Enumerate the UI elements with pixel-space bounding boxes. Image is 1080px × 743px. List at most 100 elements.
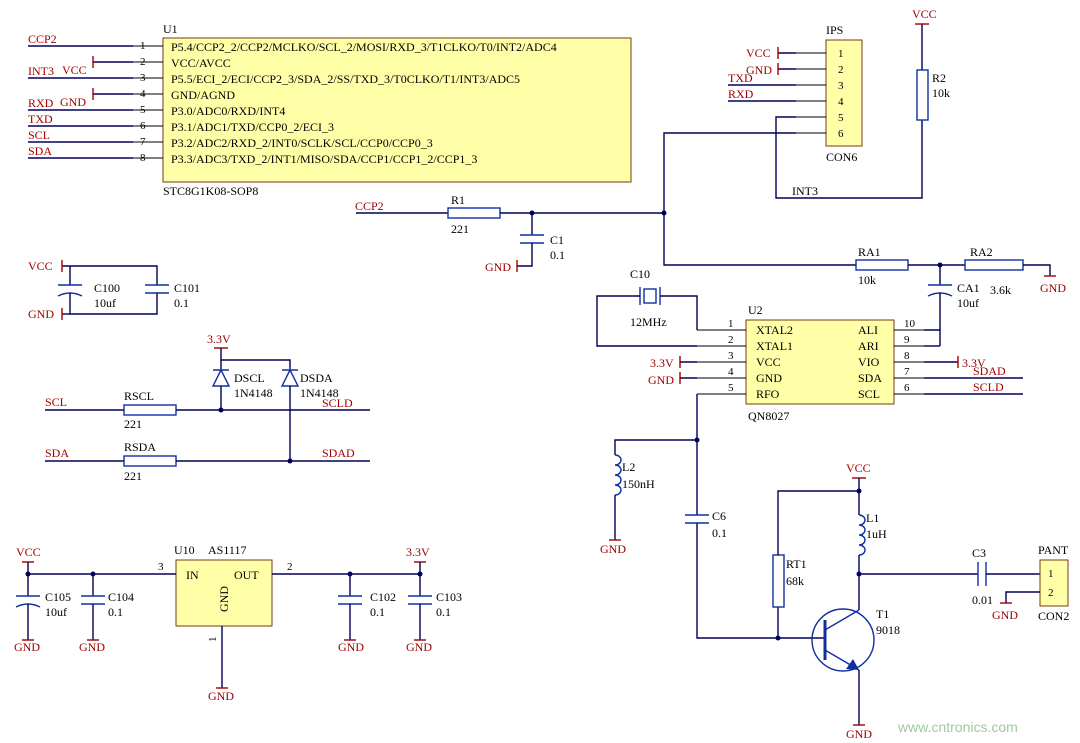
rscl-value: 221 xyxy=(124,417,142,431)
audio-input-network: RA1 10k RA2 3.6k GND CA1 10uf xyxy=(663,213,1066,347)
dsda-ref: DSDA xyxy=(300,371,333,385)
rsda-value: 221 xyxy=(124,469,142,483)
net-label-gnd: GND xyxy=(60,95,86,109)
pant-pin2: 2 xyxy=(1048,587,1054,599)
int3-wire-label: INT3 xyxy=(792,184,818,198)
c104-value: 0.1 xyxy=(108,605,123,619)
rt1-value: 68k xyxy=(786,574,804,588)
u1-ref: U1 xyxy=(163,22,178,36)
u10-pin3: 3 xyxy=(158,561,164,573)
u1-pin8-name: P3.3/ADC3/TXD_2/INT1/MISO/SDA/CCP1/CCP1_… xyxy=(171,152,477,166)
ips-ref: IPS xyxy=(826,23,843,37)
u2-pin1-num: 1 xyxy=(728,318,734,330)
l2-gnd: GND xyxy=(600,542,626,556)
c10-ref: C10 xyxy=(630,267,650,281)
u2-pin10-num: 10 xyxy=(904,318,916,330)
u1-pin7-name: P3.2/ADC2/RXD_2/INT0/SCLK/SCL/CCP0/CCP0_… xyxy=(171,136,433,150)
l2-value: 150nH xyxy=(622,477,655,491)
c104-ref: C104 xyxy=(108,590,134,604)
reg-gnd-1: GND xyxy=(14,640,40,654)
c103-value: 0.1 xyxy=(436,605,451,619)
r1-c1: CCP2 R1 221 C1 0.1 GND xyxy=(355,193,667,274)
t1-body xyxy=(811,608,875,672)
u2-pin6-name: SCL xyxy=(858,387,880,401)
rsda-ref: RSDA xyxy=(124,440,156,454)
rscl-ref: RSCL xyxy=(124,389,154,403)
u1-pin2-name: VCC/AVCC xyxy=(171,56,231,70)
net-label-int3: INT3 xyxy=(28,64,54,78)
t1-ref: T1 xyxy=(876,607,889,621)
u1-pin8-num: 8 xyxy=(140,152,146,164)
u10-pin1: 1 xyxy=(207,637,219,643)
r2-resistor: VCC R2 10k xyxy=(912,7,950,121)
ips-part: CON6 xyxy=(826,150,857,164)
reg-gnd-3: GND xyxy=(208,689,234,703)
reg-gnd-2: GND xyxy=(79,640,105,654)
dscl-part: 1N4148 xyxy=(234,386,273,400)
net-label-sda: SDA xyxy=(28,144,52,158)
net-label-scl: SCL xyxy=(28,128,50,142)
reg-vout: 3.3V xyxy=(406,545,430,559)
ips-connector: IPS CON6 1 2 3 4 5 6 VCC GND TXD RXD INT… xyxy=(663,23,923,213)
u2-pin9-num: 9 xyxy=(904,334,910,346)
c103-ref: C103 xyxy=(436,590,462,604)
l1-vcc: VCC xyxy=(846,461,871,475)
ips-body xyxy=(825,39,863,147)
u10-gnd-pin: GND xyxy=(217,586,231,612)
l2-ref: L2 xyxy=(622,460,635,474)
u10-part: AS1117 xyxy=(208,543,246,557)
c101-ref: C101 xyxy=(174,281,200,295)
reg-gnd-4: GND xyxy=(338,640,364,654)
ips-net-txd: TXD xyxy=(728,71,753,85)
r1-ref: R1 xyxy=(451,193,465,207)
reg-vin: VCC xyxy=(16,545,41,559)
u2-pin8-name: VIO xyxy=(858,355,880,369)
c1-value: 0.1 xyxy=(550,248,565,262)
u2-net-3v3-left: 3.3V xyxy=(650,356,674,370)
regulator: U10 AS1117 IN OUT GND 3 2 1 VCC 3.3V GN xyxy=(14,543,462,703)
ips-pin2-num: 2 xyxy=(838,64,844,76)
u2-net-gnd-left: GND xyxy=(648,373,674,387)
u10-body xyxy=(175,559,273,627)
r2-vcc-label: VCC xyxy=(912,7,937,21)
ips-net-vcc: VCC xyxy=(746,46,771,60)
u10-in: IN xyxy=(186,568,199,582)
r2-ref: R2 xyxy=(932,71,946,85)
mcu-decoupling: VCC GND C100 10uf C101 0.1 xyxy=(28,259,200,321)
ips-pin4-num: 4 xyxy=(838,96,844,108)
u1-pin3-name: P5.5/ECI_2/ECI/CCP2_3/SDA_2/SS/TXD_3/T0C… xyxy=(171,72,520,86)
c100-value: 10uf xyxy=(94,296,116,310)
u2-ref: U2 xyxy=(748,303,763,317)
u2-pin3-name: VCC xyxy=(756,355,781,369)
t1-gnd: GND xyxy=(846,727,872,741)
r2-value: 10k xyxy=(932,86,950,100)
c101-value: 0.1 xyxy=(174,296,189,310)
net-label-txd: TXD xyxy=(28,112,53,126)
level-sda: SDA xyxy=(45,446,69,460)
u10-out: OUT xyxy=(234,568,259,582)
net-label-vcc: VCC xyxy=(62,63,87,77)
u1-mcu: U1 STC8G1K08-SOP8 1 2 3 4 5 6 7 8 P5.4/C… xyxy=(28,22,632,198)
u2-pin5-num: 5 xyxy=(728,382,734,394)
c102-ref: C102 xyxy=(370,590,396,604)
u1-body xyxy=(162,37,632,183)
l1-ref: L1 xyxy=(866,511,879,525)
u2-pin4-name: GND xyxy=(756,371,782,385)
level-sdad: SDAD xyxy=(322,446,355,460)
u2-pin7-name: SDA xyxy=(858,371,882,385)
u2-pin10-name: ALI xyxy=(858,323,878,337)
u2-pin8-num: 8 xyxy=(904,350,910,362)
u1-pin7-num: 7 xyxy=(140,136,146,148)
ips-pin1-num: 1 xyxy=(838,48,844,60)
c102-value: 0.1 xyxy=(370,605,385,619)
t1-value: 9018 xyxy=(876,623,900,637)
ca1-ref: CA1 xyxy=(957,281,980,295)
u1-pin6-name: P3.1/ADC1/TXD/CCP0_2/ECI_3 xyxy=(171,120,334,134)
u10-pin2: 2 xyxy=(287,561,293,573)
level-shift: 3.3V DSCL 1N4148 DSDA 1N4148 RSCL 221 RS… xyxy=(45,332,370,483)
ips-pin6-num: 6 xyxy=(838,128,844,140)
u1-pin1-num: 1 xyxy=(140,40,146,52)
u2-net-sdad: SDAD xyxy=(973,364,1006,378)
pant-part: CON2 xyxy=(1038,609,1069,623)
